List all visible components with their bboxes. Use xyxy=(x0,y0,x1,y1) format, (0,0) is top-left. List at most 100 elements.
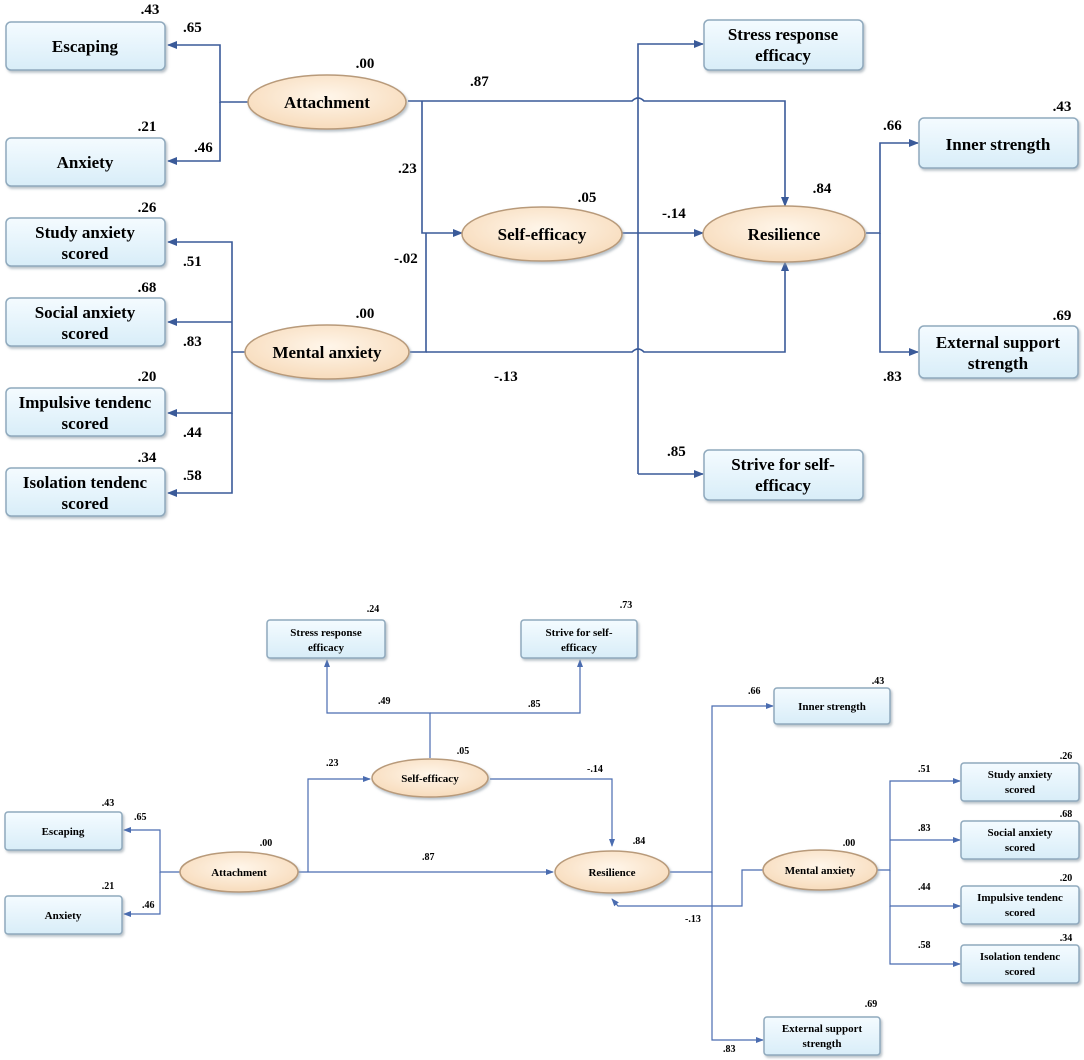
svg-text:Resilience: Resilience xyxy=(748,225,821,244)
bottom-node-escaping: Escaping .43 xyxy=(4,798,123,851)
coef-b-ma-social: .83 xyxy=(918,823,931,834)
coef-se-strive: .85 xyxy=(667,444,686,460)
svg-text:strength: strength xyxy=(803,1038,842,1050)
edge-b-att-escaping xyxy=(123,827,180,873)
coef-ma-social: .83 xyxy=(183,334,202,350)
svg-text:.20: .20 xyxy=(1060,873,1073,884)
svg-text:Study anxiety: Study anxiety xyxy=(988,769,1053,781)
edge-b-ma-isolation xyxy=(889,906,961,967)
svg-text:.84: .84 xyxy=(633,836,646,847)
svg-text:Resilience: Resilience xyxy=(588,867,635,879)
svg-text:.00: .00 xyxy=(843,838,856,849)
bottom-node-study-anxiety: Study anxiety scored .26 xyxy=(960,751,1080,802)
svg-text:Inner strength: Inner strength xyxy=(946,135,1051,154)
coef-b-res-external: .83 xyxy=(723,1044,736,1055)
edge-selfefficacy-stressresponse xyxy=(637,40,704,474)
svg-text:.24: .24 xyxy=(367,604,380,615)
svg-text:Self-efficacy: Self-efficacy xyxy=(498,225,587,244)
bottom-diagram: .49 .85 .66 .23 -.14 .65 .46 .87 -.13 .5… xyxy=(4,600,1080,1056)
svg-text:scored: scored xyxy=(1005,784,1035,796)
edge-b-se-res xyxy=(490,778,615,847)
top-diagram: .65 .46 .51 .83 .44 .58 .87 .23 -.02 -.1… xyxy=(5,2,1079,517)
edge-b-res-external xyxy=(711,872,764,1043)
svg-text:Strive for self-: Strive for self- xyxy=(731,455,835,474)
svg-text:.00: .00 xyxy=(356,56,375,72)
coef-att-se: .23 xyxy=(398,161,417,177)
coef-se-res: -.14 xyxy=(662,206,686,222)
coef-ma-impulsive: .44 xyxy=(183,425,202,441)
svg-text:.69: .69 xyxy=(1053,308,1072,324)
svg-text:scored: scored xyxy=(1005,842,1035,854)
top-node-social-anxiety: Social anxiety scored .68 xyxy=(5,280,166,347)
svg-text:Attachment: Attachment xyxy=(211,867,267,879)
coef-att-escaping: .65 xyxy=(183,20,202,36)
top-node-self-efficacy: Self-efficacy .05 xyxy=(461,190,623,262)
coef-b-ma-res: -.13 xyxy=(685,914,701,925)
coef-b-att-se: .23 xyxy=(326,758,339,769)
svg-text:.73: .73 xyxy=(620,600,633,611)
svg-text:efficacy: efficacy xyxy=(308,642,345,654)
svg-text:.34: .34 xyxy=(138,450,157,466)
top-node-external-support: External support strength .69 xyxy=(918,308,1079,379)
edge-resilience-external xyxy=(879,233,919,356)
edge-attachment-selfefficacy xyxy=(421,101,463,237)
svg-text:.20: .20 xyxy=(138,369,157,385)
edge-b-se-stress xyxy=(324,659,431,758)
coef-ma-res: -.13 xyxy=(494,369,518,385)
svg-text:.21: .21 xyxy=(138,119,157,135)
bottom-node-isolation: Isolation tendenc scored .34 xyxy=(960,933,1080,984)
top-node-impulsive: Impulsive tendenc scored .20 xyxy=(5,369,166,437)
svg-text:.26: .26 xyxy=(1060,751,1073,762)
edge-resilience-inner xyxy=(866,139,919,234)
top-node-resilience: Resilience .84 xyxy=(702,181,866,263)
coef-att-anxiety: .46 xyxy=(194,140,213,156)
coef-b-att-anxiety: .46 xyxy=(142,900,155,911)
svg-text:scored: scored xyxy=(1005,907,1035,919)
svg-text:Mental anxiety: Mental anxiety xyxy=(272,343,382,362)
svg-text:.00: .00 xyxy=(356,306,375,322)
bottom-node-strive: Strive for self- efficacy .73 xyxy=(520,600,638,659)
edge-b-res-inner xyxy=(670,703,774,873)
top-edges xyxy=(167,40,919,497)
edge-b-att-se xyxy=(307,776,371,872)
svg-text:.43: .43 xyxy=(1053,99,1072,115)
svg-text:.34: .34 xyxy=(1060,933,1073,944)
coef-b-ma-impulsive: .44 xyxy=(918,882,931,893)
coef-att-res: .87 xyxy=(470,74,489,90)
svg-text:.69: .69 xyxy=(865,999,878,1010)
top-node-mental-anxiety: Mental anxiety .00 xyxy=(244,306,410,380)
coef-b-se-stress: .49 xyxy=(378,696,391,707)
top-coefficients: .65 .46 .51 .83 .44 .58 .87 .23 -.02 -.1… xyxy=(183,20,902,484)
bottom-node-social-anxiety: Social anxiety scored .68 xyxy=(960,809,1080,860)
coef-b-ma-isolation: .58 xyxy=(918,940,931,951)
top-node-study-anxiety: Study anxiety scored .26 xyxy=(5,200,166,267)
svg-text:.05: .05 xyxy=(578,190,597,206)
svg-text:Impulsive tendenc: Impulsive tendenc xyxy=(977,892,1063,904)
top-node-escaping: Escaping .43 xyxy=(5,2,166,71)
svg-text:Stress response: Stress response xyxy=(728,25,839,44)
top-node-anxiety: Anxiety .21 xyxy=(5,119,166,187)
svg-text:External support: External support xyxy=(782,1023,863,1035)
bottom-edges xyxy=(123,659,961,1043)
top-node-inner-strength: Inner strength .43 xyxy=(918,99,1079,169)
bottom-node-resilience: Resilience .84 xyxy=(554,836,670,894)
coef-b-se-strive: .85 xyxy=(528,699,541,710)
edge-b-att-anxiety xyxy=(123,872,161,917)
svg-text:External support: External support xyxy=(936,333,1061,352)
svg-text:.05: .05 xyxy=(457,746,470,757)
coef-ma-study: .51 xyxy=(183,254,202,270)
svg-text:scored: scored xyxy=(62,494,109,513)
bottom-node-impulsive: Impulsive tendenc scored .20 xyxy=(960,873,1080,925)
top-node-attachment: Attachment .00 xyxy=(247,56,407,130)
coef-ma-isolation: .58 xyxy=(183,468,202,484)
coef-b-att-escaping: .65 xyxy=(134,812,147,823)
svg-text:Stress response: Stress response xyxy=(290,627,362,639)
top-node-stress-response: Stress response efficacy xyxy=(703,19,864,71)
edge-mental-study xyxy=(167,238,248,353)
svg-text:Escaping: Escaping xyxy=(52,37,119,56)
svg-text:Social anxiety: Social anxiety xyxy=(987,827,1053,839)
edge-b-ma-res xyxy=(611,869,764,907)
svg-text:Impulsive tendenc: Impulsive tendenc xyxy=(19,393,152,412)
svg-text:scored: scored xyxy=(62,244,109,263)
